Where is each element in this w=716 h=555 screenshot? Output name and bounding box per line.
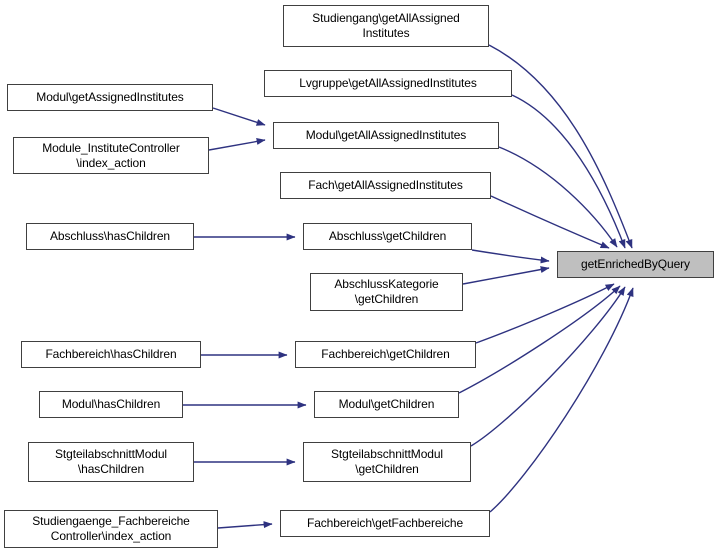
graph-edge-fach_getallassignedinstitutes-to-getenrichedbyquery [490, 195, 610, 249]
graph-node-studiengang_getallassignedinstitutes[interactable]: Studiengang\getAllAssigned Institutes [283, 5, 489, 47]
graph-edge-stgteilabschnittmodul_getchildren-to-getenrichedbyquery [470, 286, 626, 447]
graph-edge-fachbereich_getchildren-to-getenrichedbyquery [475, 283, 615, 344]
graph-edge-modul_getassignedinstitutes-to-modul_getallassignedinstitutes [212, 107, 266, 126]
graph-edge-abschlusskategorie_getchildren-to-getenrichedbyquery [462, 266, 550, 285]
graph-node-getenrichedbyquery[interactable]: getEnrichedByQuery [557, 251, 714, 278]
graph-node-abschlusskategorie_getchildren[interactable]: AbschlussKategorie \getChildren [310, 273, 463, 311]
graph-node-modul_haschildren[interactable]: Modul\hasChildren [39, 391, 183, 418]
graph-node-abschluss_haschildren[interactable]: Abschluss\hasChildren [26, 223, 194, 250]
graph-node-fachbereich_getfachbereiche[interactable]: Fachbereich\getFachbereiche [280, 510, 490, 537]
graph-node-modul_getassignedinstitutes[interactable]: Modul\getAssignedInstitutes [7, 84, 213, 111]
graph-edge-lvgruppe_getallassignedinstitutes-to-getenrichedbyquery [511, 94, 626, 249]
graph-edge-studiengaenge_fachbereichecontroller_index_action-to-fachbereich_getfachbereiche [217, 521, 273, 529]
graph-node-module_institutecontroller_index_action[interactable]: Module_InstituteController \index_action [13, 137, 209, 174]
graph-edge-fachbereich_getfachbereiche-to-getenrichedbyquery [489, 287, 634, 513]
graph-node-fachbereich_haschildren[interactable]: Fachbereich\hasChildren [21, 341, 201, 368]
graph-node-fach_getallassignedinstitutes[interactable]: Fach\getAllAssignedInstitutes [280, 172, 491, 199]
graph-node-modul_getallassignedinstitutes[interactable]: Modul\getAllAssignedInstitutes [273, 122, 499, 149]
graph-node-studiengaenge_fachbereichecontroller_index_action[interactable]: Studiengaenge_Fachbereiche Controller\in… [4, 510, 218, 548]
graph-node-lvgruppe_getallassignedinstitutes[interactable]: Lvgruppe\getAllAssignedInstitutes [264, 70, 512, 97]
graph-edge-modul_getallassignedinstitutes-to-getenrichedbyquery [498, 146, 618, 248]
graph-node-abschluss_getchildren[interactable]: Abschluss\getChildren [303, 223, 472, 250]
graph-node-modul_getchildren[interactable]: Modul\getChildren [314, 391, 459, 418]
graph-edge-abschluss_getchildren-to-getenrichedbyquery [471, 249, 550, 264]
graph-node-stgteilabschnittmodul_haschildren[interactable]: StgteilabschnittModul \hasChildren [28, 442, 194, 482]
graph-edge-modul_getchildren-to-getenrichedbyquery [458, 285, 621, 394]
graph-node-stgteilabschnittmodul_getchildren[interactable]: StgteilabschnittModul \getChildren [303, 442, 471, 482]
graph-edge-module_institutecontroller_index_action-to-modul_getallassignedinstitutes [208, 138, 266, 151]
graph-node-fachbereich_getchildren[interactable]: Fachbereich\getChildren [295, 341, 476, 368]
